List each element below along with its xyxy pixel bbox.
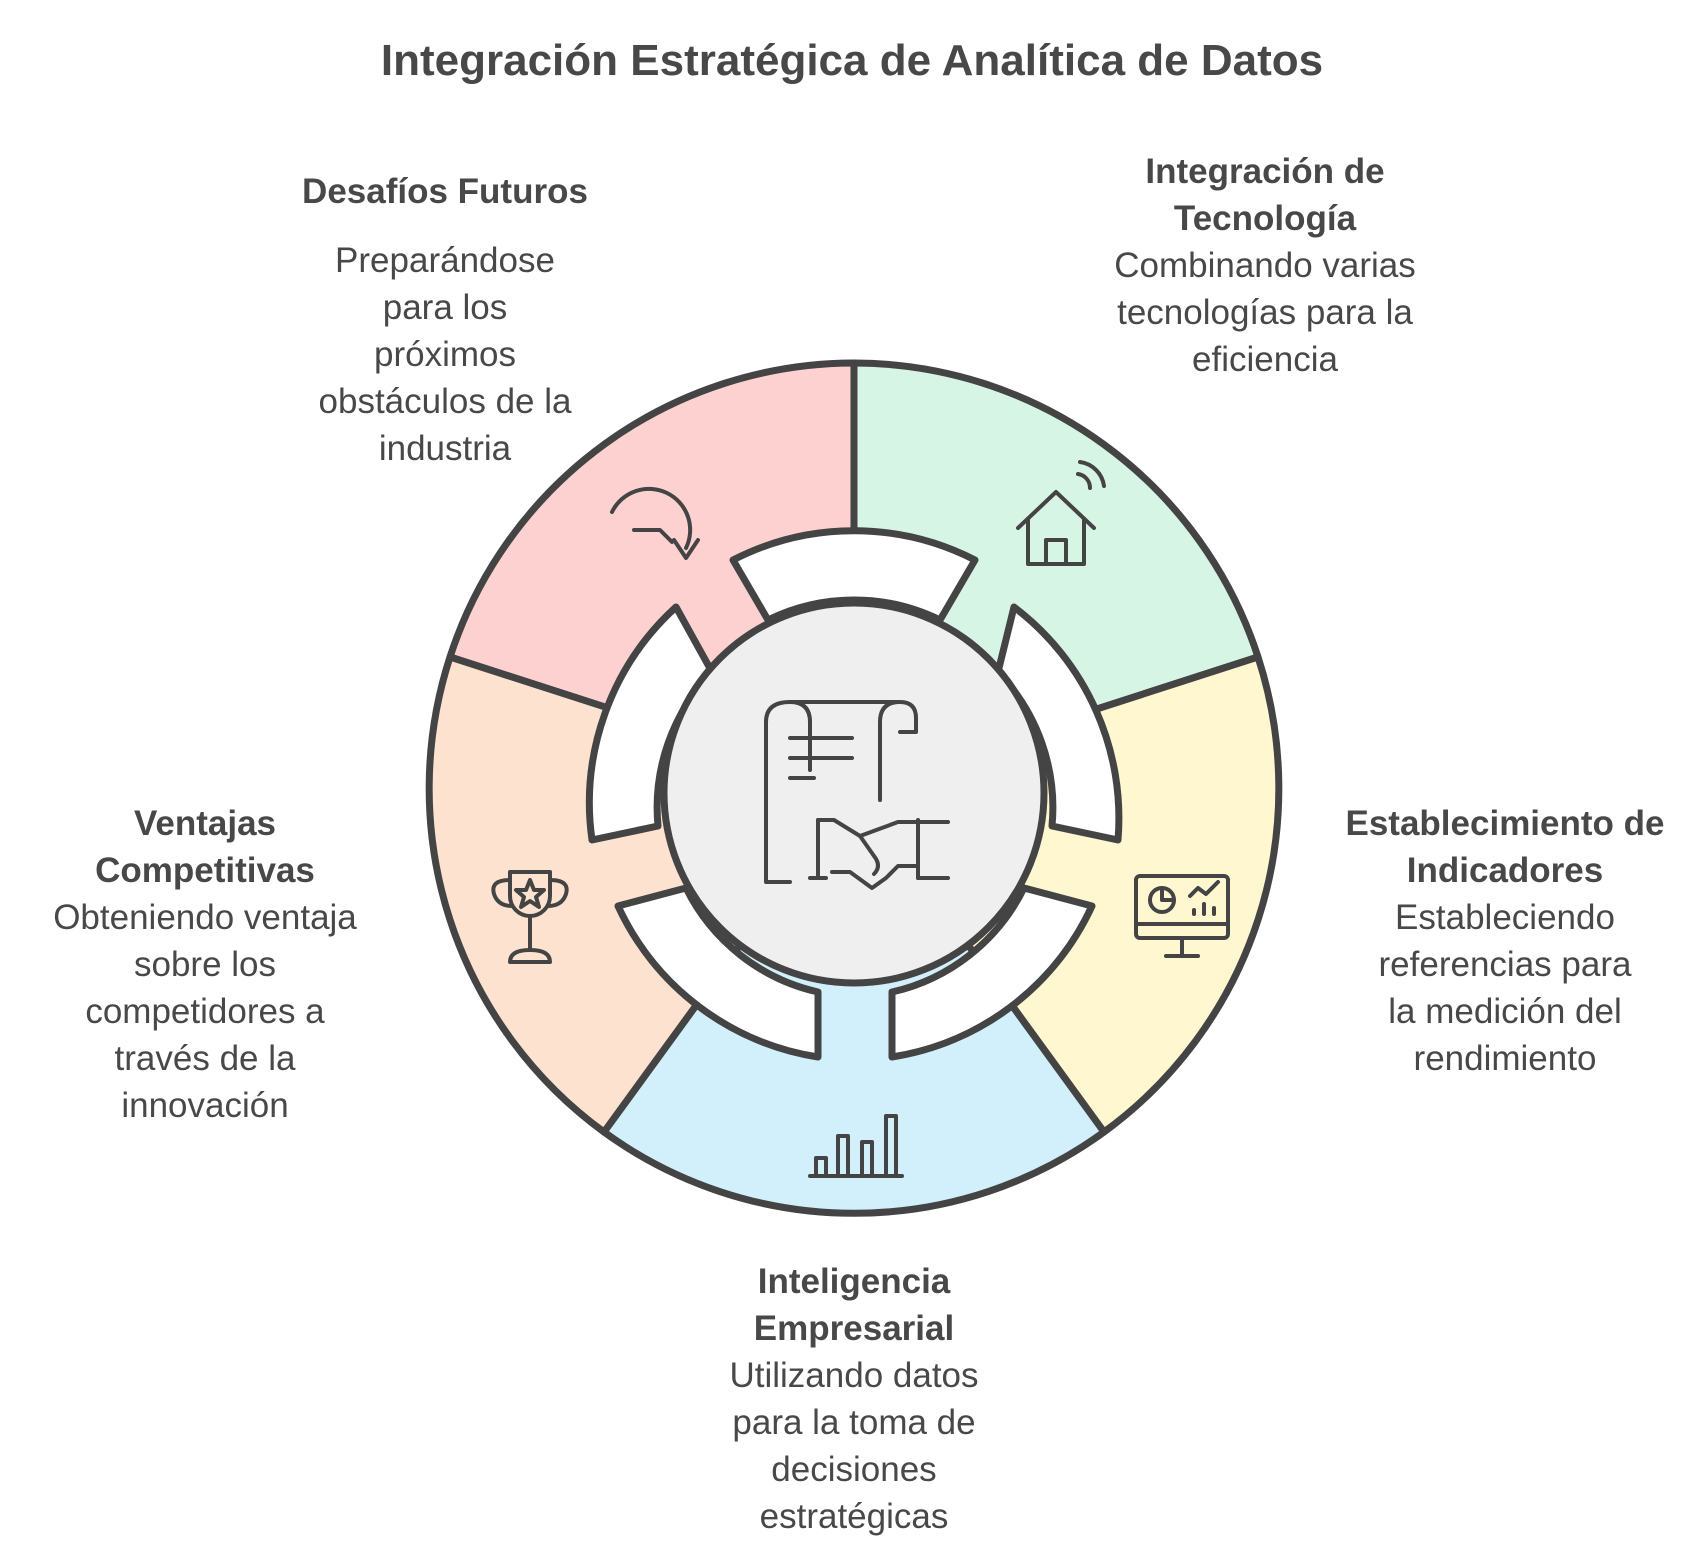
- monitor-chart-icon: [1134, 874, 1230, 958]
- inner-ring-piece-left: [585, 603, 716, 844]
- inner-ring-piece-lower-left: [614, 884, 822, 1061]
- label-desafios-futuros: Desafíos Futuros Preparándose para los p…: [240, 168, 650, 472]
- contract-handshake-icon: [764, 700, 950, 890]
- label-ventajas-competitivas: Ventajas Competitivas Obteniendo ventaja…: [20, 800, 390, 1129]
- label-establecimiento-indicadores: Establecimiento de Indicadores Estableci…: [1320, 800, 1690, 1082]
- description-ventajas-competitivas: Obteniendo ventaja sobre los competidore…: [53, 898, 357, 1125]
- center-circle: [660, 599, 1048, 987]
- description-desafios-futuros: Preparándose para los próximos obstáculo…: [318, 241, 572, 468]
- diagram-title: Integración Estratégica de Analítica de …: [380, 36, 1324, 85]
- bar-chart-icon: [808, 1114, 904, 1178]
- label-inteligencia-empresarial: Inteligencia Empresarial Utilizando dato…: [689, 1258, 1019, 1540]
- heading-establecimiento-indicadores: Establecimiento de Indicadores: [1345, 804, 1665, 890]
- description-establecimiento-indicadores: Estableciendo referencias para la medici…: [1378, 898, 1632, 1078]
- inner-ring-piece-lower-right: [888, 884, 1096, 1061]
- circular-arrow-icon: [610, 486, 700, 560]
- heading-integracion-tecnologia: Integración de Tecnología: [1145, 152, 1385, 238]
- heading-ventajas-competitivas: Ventajas Competitivas: [95, 804, 315, 890]
- heading-desafios-futuros: Desafíos Futuros: [302, 172, 588, 211]
- label-integracion-tecnologia: Integración de Tecnología Combinando var…: [1080, 148, 1450, 383]
- heading-inteligencia-empresarial: Inteligencia Empresarial: [753, 1262, 955, 1348]
- smart-home-icon: [1016, 460, 1106, 566]
- trophy-icon: [491, 870, 569, 964]
- description-inteligencia-empresarial: Utilizando datos para la toma de decisio…: [729, 1356, 979, 1536]
- description-integracion-tecnologia: Combinando varias tecnologías para la ef…: [1114, 246, 1416, 379]
